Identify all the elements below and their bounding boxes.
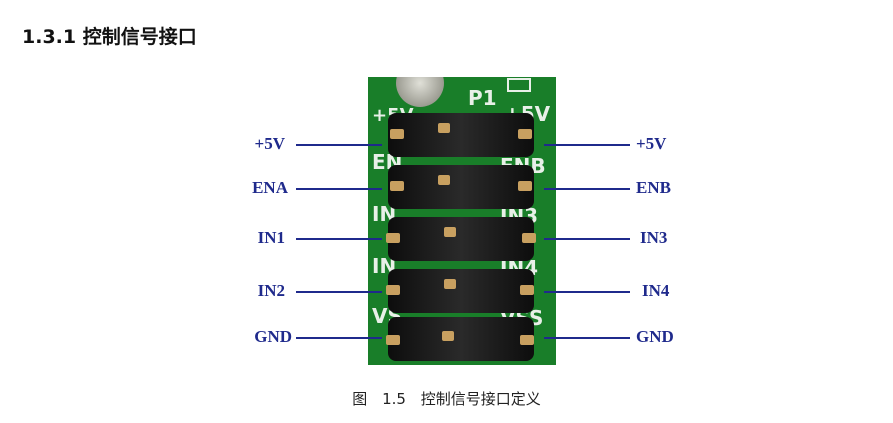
- jumper-row-2: [388, 165, 534, 209]
- caption-prefix: 图: [352, 390, 368, 408]
- jumper-row-4: [386, 269, 534, 313]
- leader-left-in2: [296, 291, 382, 293]
- pin-label-right-in4: IN4: [642, 281, 670, 300]
- leader-right-enb: [544, 188, 630, 190]
- pin-label-right-enb: ENB: [636, 178, 671, 197]
- leader-left-gnd: [296, 337, 382, 339]
- caption-text: 控制信号接口定义: [420, 390, 541, 408]
- pin-label-right-gnd: GND: [636, 327, 674, 346]
- pin-label-right-5v: +5V: [636, 134, 667, 153]
- control-header-photo: P1 +5V EN IN IN VS +5V ENB IN3 IN4 VSS: [368, 77, 556, 365]
- mounting-hole: [396, 77, 444, 107]
- leader-right-5v: [544, 144, 630, 146]
- leader-left-5v: [296, 144, 382, 146]
- caption-number: 1.5: [382, 390, 406, 408]
- jumper-row-5: [386, 317, 534, 361]
- pin-label-left-gnd: GND: [254, 327, 292, 346]
- figure-caption: 图 1.5 控制信号接口定义: [0, 388, 893, 409]
- section-title: 1.3.1 控制信号接口: [22, 22, 197, 49]
- pin-label-left-5v: +5V: [254, 134, 285, 153]
- jumper-row-3: [386, 217, 536, 261]
- leader-right-in3: [544, 238, 630, 240]
- pin-label-left-in2: IN2: [257, 281, 285, 300]
- section-title-text: 控制信号接口: [82, 26, 197, 48]
- leader-right-gnd: [544, 337, 630, 339]
- leader-left-in1: [296, 238, 382, 240]
- leader-left-ena: [296, 188, 382, 190]
- jumper-row-1: [388, 113, 534, 157]
- pin-label-left-ena: ENA: [252, 178, 288, 197]
- pin-label-left-in1: IN1: [257, 228, 285, 247]
- leader-right-in4: [544, 291, 630, 293]
- section-number: 1.3.1: [22, 26, 77, 48]
- header-label: P1: [468, 86, 497, 110]
- pin-label-right-in3: IN3: [640, 228, 668, 247]
